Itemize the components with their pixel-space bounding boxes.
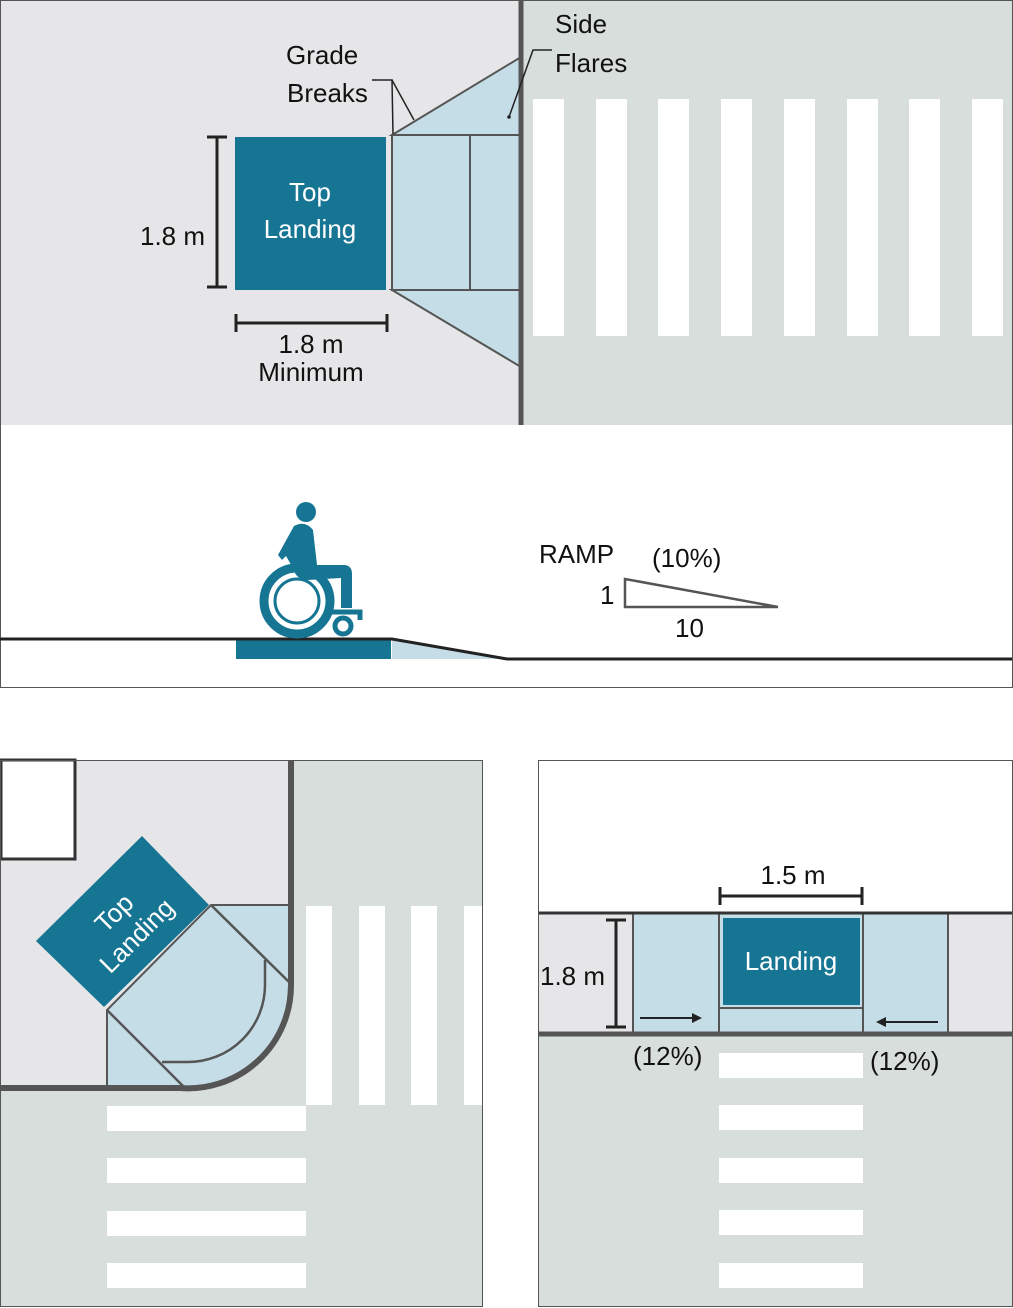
ramp-label: RAMP	[539, 539, 614, 569]
building-corner	[0, 758, 77, 861]
section-landing	[236, 640, 391, 659]
slope-arrows	[640, 1013, 938, 1027]
corner-crosswalk	[107, 906, 483, 1288]
midblock-width-dimension	[718, 887, 864, 905]
slope-triangle	[623, 577, 779, 609]
landing-label-1: Top	[289, 177, 331, 207]
midblock-height-label: 1.8 m	[540, 961, 605, 991]
plan-view-panel: Top Landing 1.8 m 1.8 m Minimum Grade Br…	[0, 0, 1013, 688]
slope-percent: (10%)	[652, 543, 721, 573]
side-flares-label-2: Flares	[555, 48, 627, 78]
width-note: Minimum	[258, 357, 363, 387]
grade-breaks-label-2: Breaks	[287, 78, 368, 108]
right-slope-label: (12%)	[870, 1046, 939, 1076]
crosswalk-stripes	[533, 99, 1003, 336]
side-flares-leader	[508, 49, 552, 118]
width-dim-label: 1.8 m	[278, 329, 343, 359]
slope-rise: 1	[600, 580, 614, 610]
midblock-view-panel: Landing 1.8 m 1.5 m (12%) (12%)	[538, 760, 1013, 1307]
grade-breaks-label-1: Grade	[286, 40, 358, 70]
height-dim-label: 1.8 m	[140, 221, 205, 251]
corner-top-landing	[36, 836, 209, 1007]
corner-curb	[1, 760, 295, 1092]
landing-label-2: Landing	[264, 214, 357, 244]
section-view-panel: RAMP (10%) 1 10	[0, 502, 1012, 661]
midblock-landing-label: Landing	[745, 946, 838, 976]
side-flares-label-1: Side	[555, 9, 607, 39]
midblock-crosswalk	[719, 1053, 863, 1288]
corner-view-panel: Top Landing	[0, 758, 483, 1307]
midblock-width-label: 1.5 m	[760, 860, 825, 890]
width-dimension	[234, 314, 389, 332]
midblock-height-dimension	[606, 918, 626, 1029]
wheelchair-icon	[259, 502, 363, 639]
midblock-landing	[723, 918, 860, 1005]
ground-profile	[0, 637, 1012, 661]
slope-run: 10	[675, 613, 704, 643]
height-dimension	[207, 135, 227, 289]
top-landing	[235, 137, 386, 290]
ramp-and-flares	[388, 55, 522, 369]
left-slope-label: (12%)	[633, 1041, 702, 1071]
